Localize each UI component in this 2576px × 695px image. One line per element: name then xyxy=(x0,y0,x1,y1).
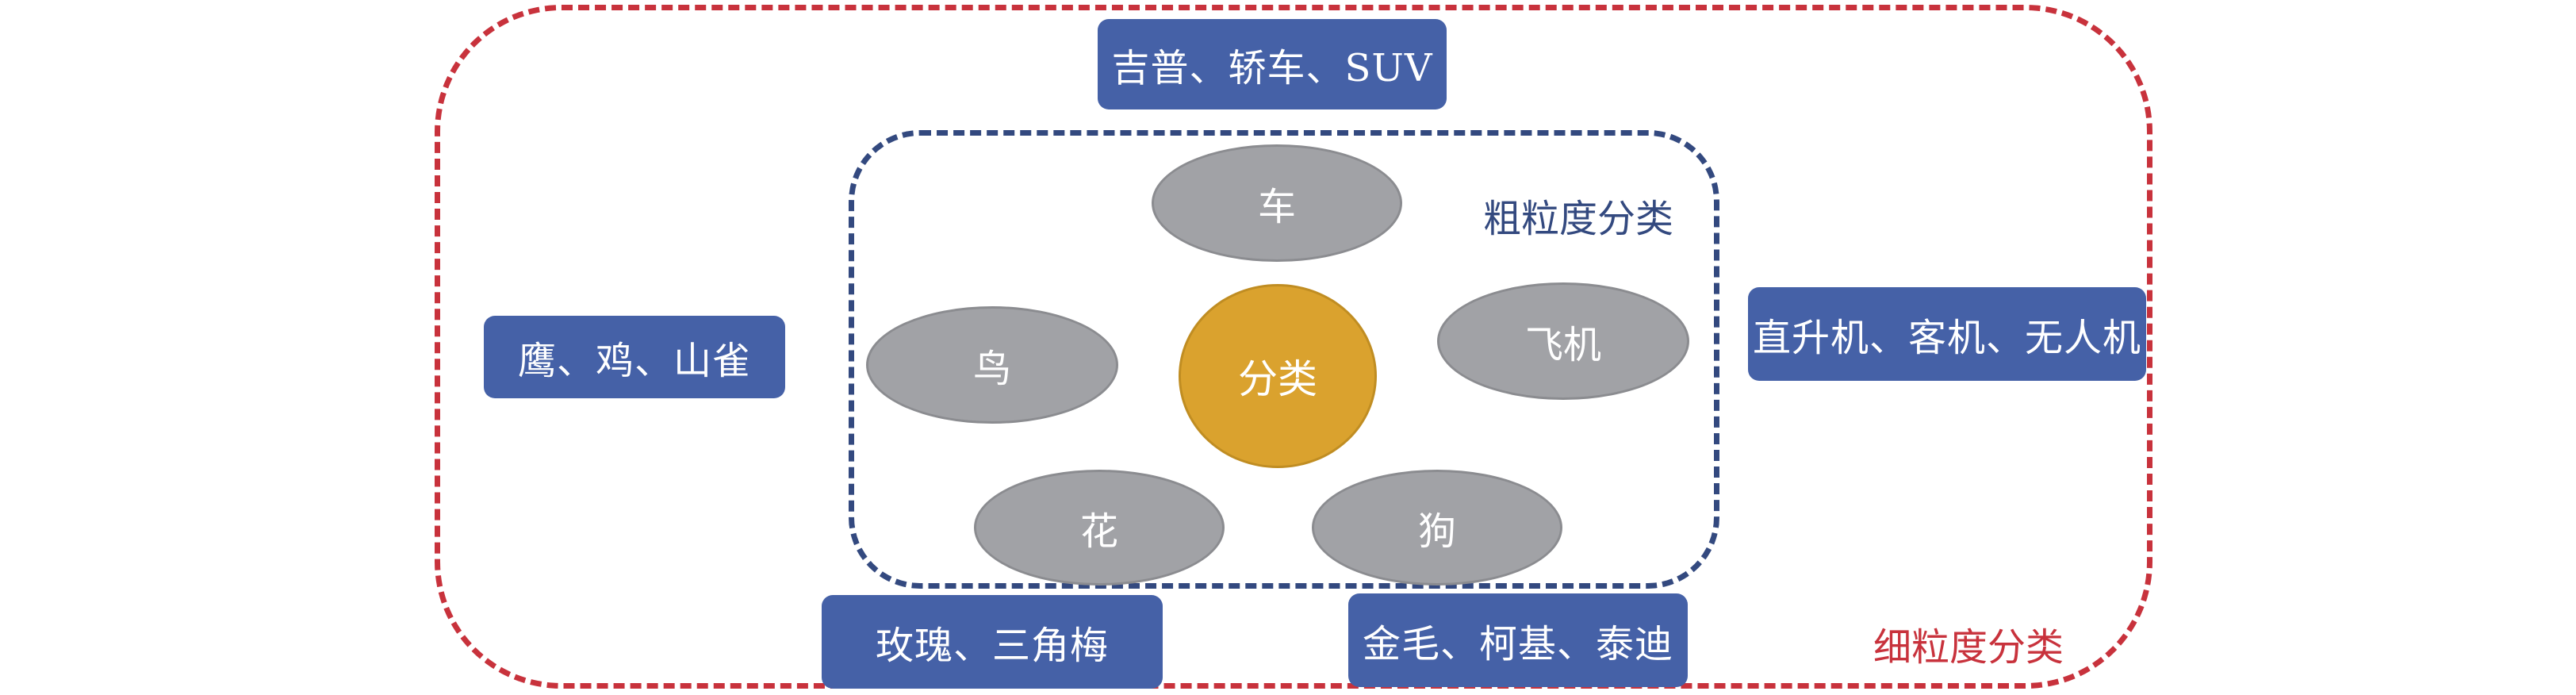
coarse-node-car: 车 xyxy=(1152,144,1402,262)
fine-region-label: 细粒度分类 xyxy=(1873,625,2064,670)
coarse-grained-region xyxy=(849,130,1719,589)
coarse-node-bird: 鸟 xyxy=(866,306,1118,424)
fine-box-plane: 直升机、客机、无人机 xyxy=(1748,287,2146,381)
coarse-region-label: 粗粒度分类 xyxy=(1483,197,1674,241)
center-node-classification: 分类 xyxy=(1179,284,1377,468)
coarse-node-flower: 花 xyxy=(974,470,1225,586)
fine-box-car: 吉普、轿车、SUV xyxy=(1098,19,1447,109)
fine-grained-region xyxy=(435,5,2152,689)
coarse-node-plane: 飞机 xyxy=(1437,282,1689,400)
fine-box-dog: 金毛、柯基、泰迪 xyxy=(1348,593,1688,687)
coarse-node-dog: 狗 xyxy=(1312,470,1562,586)
fine-box-bird: 鹰、鸡、山雀 xyxy=(484,316,785,398)
fine-box-flower: 玫瑰、三角梅 xyxy=(822,595,1163,689)
